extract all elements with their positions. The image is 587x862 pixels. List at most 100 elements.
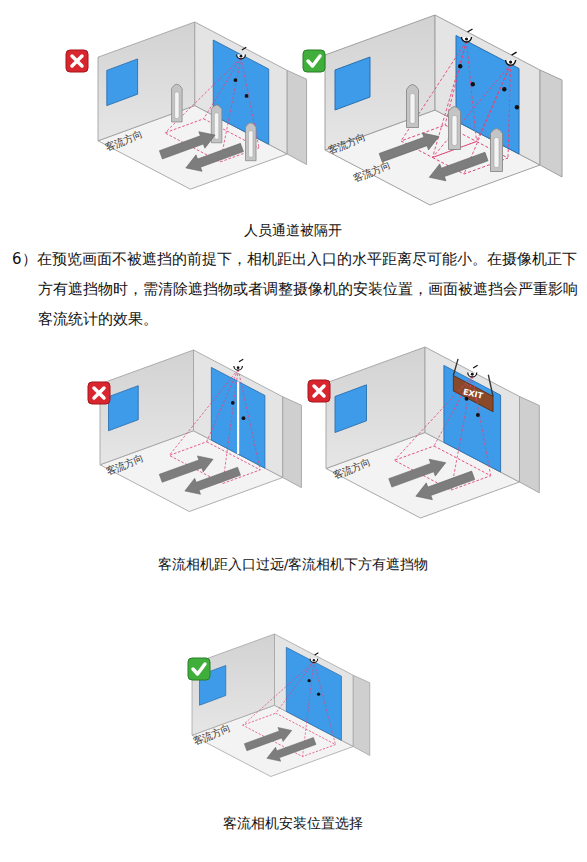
back-wall <box>100 350 194 465</box>
icon-badge <box>188 658 210 680</box>
marker-dot <box>458 64 462 68</box>
cross-mark <box>94 388 104 398</box>
camera-mount <box>468 29 473 32</box>
check-mark <box>308 56 320 66</box>
room-scene <box>100 350 301 512</box>
flow-arrow <box>185 467 241 494</box>
view-line <box>165 58 241 133</box>
marker-dot <box>515 105 519 109</box>
flow-direction-label: 客流方向 <box>104 451 146 479</box>
camera-symbol <box>506 60 516 65</box>
icon-badge <box>66 50 88 72</box>
gate-panel <box>410 94 415 124</box>
camera-lens <box>465 37 468 40</box>
window <box>335 385 367 433</box>
back-wall <box>98 22 195 141</box>
room-scene <box>326 347 539 518</box>
door <box>286 647 341 740</box>
wall-edge <box>353 675 370 755</box>
camera-mount <box>315 653 319 655</box>
back-wall <box>325 15 435 150</box>
window <box>107 59 138 106</box>
flow-direction-label: 客流方向 <box>102 127 144 155</box>
view-line <box>467 41 477 142</box>
figure-caption: 客流相机距入口过远/客流相机下方有遮挡物 <box>158 556 429 574</box>
camera-mount <box>242 47 246 50</box>
room-scene <box>192 634 370 777</box>
wrong-icon <box>88 382 110 404</box>
wrong-icon <box>66 50 88 72</box>
door-split <box>237 381 239 454</box>
camera-lens <box>237 366 240 369</box>
window <box>335 57 370 110</box>
cross-mark <box>314 386 324 396</box>
camera-lens <box>313 659 315 661</box>
flow-arrow <box>267 737 316 761</box>
view-line <box>314 662 336 745</box>
turnstile-gate <box>407 85 419 128</box>
flow-arrow <box>379 133 439 162</box>
camera-lens <box>509 61 512 64</box>
icon-badge <box>303 50 325 72</box>
back-wall <box>326 347 425 469</box>
camera-lens <box>471 373 474 376</box>
view-line <box>243 662 314 725</box>
door <box>444 365 501 472</box>
figure-caption: 人员通道被隔开 <box>244 222 342 240</box>
flow-direction-label: 客流方向 <box>331 455 373 483</box>
turnstile-gate <box>491 129 503 172</box>
view-line <box>169 369 238 455</box>
camera-symbol <box>234 366 243 370</box>
body-paragraph: 6）在预览画面不被遮挡的前提下，相机距出入口的水平距离尽可能小。在摄像机正下方有… <box>12 244 586 334</box>
wall-edge <box>283 397 302 488</box>
flow-direction-label: 客流方向 <box>351 158 393 186</box>
flow-arrow <box>389 459 446 487</box>
marker-dot <box>234 78 238 82</box>
exit-sign-text: EXIT <box>462 387 484 400</box>
marker-dot <box>476 413 480 417</box>
icon-badge <box>308 380 330 402</box>
figure-caption: 客流相机安装位置选择 <box>223 815 363 833</box>
flow-arrow <box>186 143 244 171</box>
wrong-icon <box>308 380 330 402</box>
marker-dot <box>242 416 246 420</box>
cross-mark <box>72 56 82 66</box>
camera-lens <box>240 55 243 58</box>
flow-arrow <box>416 471 475 500</box>
room-scene <box>98 22 307 189</box>
marker-dot <box>471 82 475 86</box>
flow-arrow <box>429 152 488 181</box>
turnstile-gate <box>172 84 183 122</box>
flow-arrow <box>159 132 215 159</box>
view-line <box>276 662 314 713</box>
gate-panel <box>494 138 499 168</box>
camera-symbol <box>237 54 246 58</box>
view-line <box>238 369 260 470</box>
view-line <box>223 369 238 483</box>
view-line <box>508 64 511 158</box>
check-mark <box>193 664 205 674</box>
icon-badge <box>88 382 110 404</box>
view-line <box>434 376 472 446</box>
view-line <box>394 376 472 460</box>
right-icon <box>303 50 325 72</box>
camera-symbol <box>468 372 477 377</box>
wall-edge <box>520 397 540 493</box>
camera-mount <box>239 359 243 362</box>
turnstile-gate <box>449 107 461 150</box>
marker-dot <box>308 679 311 682</box>
wall-edge <box>540 70 562 177</box>
view-line <box>433 41 467 158</box>
wall-edge <box>287 70 306 164</box>
camera-symbol <box>310 659 318 663</box>
gate-panel <box>452 116 457 146</box>
flow-arrow <box>159 456 213 482</box>
marker-dot <box>245 94 249 98</box>
turnstile-gate <box>245 123 256 161</box>
gate-panel <box>249 131 253 157</box>
flow-direction-label: 客流方向 <box>191 721 233 749</box>
camera-symbol <box>462 37 472 42</box>
marker-dot <box>317 693 320 696</box>
view-line <box>204 58 241 119</box>
